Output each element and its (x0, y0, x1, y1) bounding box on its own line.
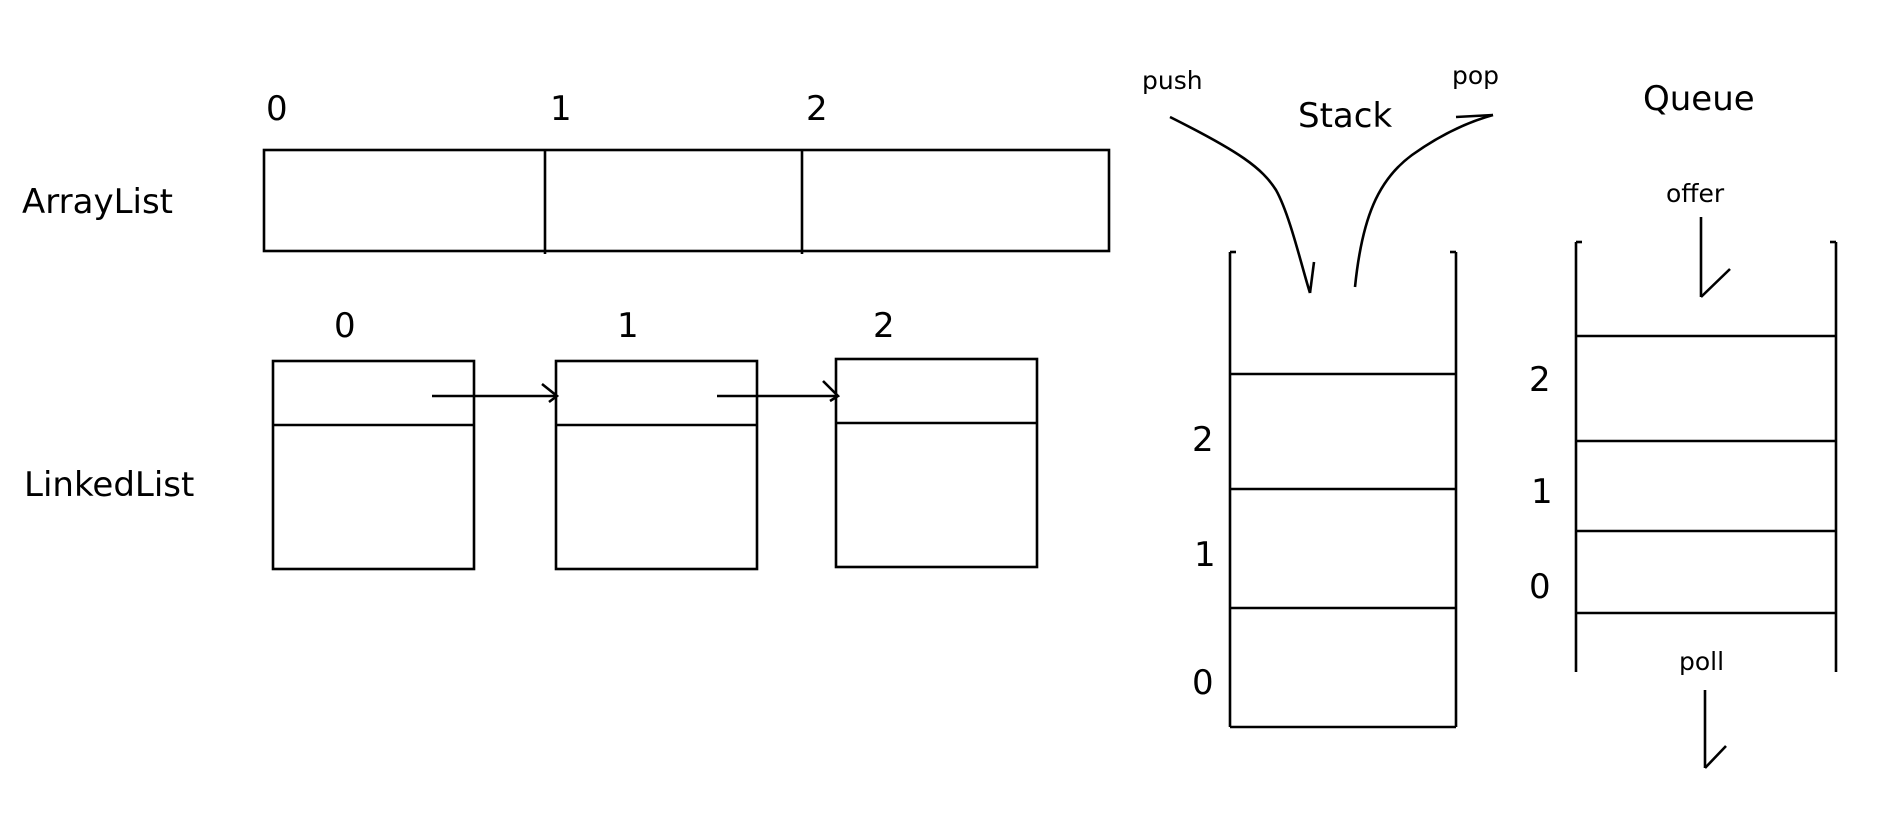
node-box (834, 357, 1039, 569)
node-box (271, 359, 476, 571)
offer-arrow (1699, 217, 1731, 298)
stack-group: Stack push pop 2 1 0 (1142, 61, 1499, 729)
pop-label: pop (1452, 61, 1499, 90)
stack-container (1228, 250, 1458, 729)
next-pointer-arrow (432, 382, 560, 404)
stack-index-0: 0 (1192, 663, 1214, 703)
linkedlist-index-2: 2 (873, 306, 895, 346)
linkedlist-node-2 (834, 357, 1039, 569)
arraylist-array (262, 148, 1111, 253)
linkedlist-index-0: 0 (334, 306, 356, 346)
queue-group: Queue offer poll 2 1 0 (1529, 79, 1838, 769)
linkedlist-label: LinkedList (24, 465, 194, 505)
push-label: push (1142, 66, 1203, 95)
arraylist-index-1: 1 (550, 89, 572, 129)
queue-container (1574, 240, 1838, 672)
linkedlist-group: LinkedList 0 1 2 (24, 306, 1039, 571)
linkedlist-node-1 (554, 359, 759, 571)
arraylist-group: ArrayList 0 1 2 (22, 89, 1111, 254)
stack-index-2: 2 (1192, 420, 1214, 460)
linkedlist-node-0 (271, 359, 476, 571)
stack-title: Stack (1298, 96, 1392, 136)
poll-label: poll (1679, 647, 1724, 676)
arraylist-label: ArrayList (22, 182, 173, 222)
linkedlist-index-1: 1 (617, 306, 639, 346)
stack-index-1: 1 (1194, 535, 1216, 575)
arraylist-index-0: 0 (266, 89, 288, 129)
next-pointer-arrow (717, 380, 841, 403)
pop-arrow (1353, 113, 1494, 288)
queue-index-2: 2 (1529, 360, 1551, 400)
node-box (554, 359, 759, 571)
queue-index-0: 0 (1529, 567, 1551, 607)
arraylist-index-2: 2 (806, 89, 828, 129)
offer-label: offer (1666, 179, 1725, 208)
queue-index-1: 1 (1531, 472, 1553, 512)
push-arrow (1169, 115, 1316, 294)
poll-arrow (1703, 690, 1727, 769)
queue-title: Queue (1643, 79, 1755, 119)
